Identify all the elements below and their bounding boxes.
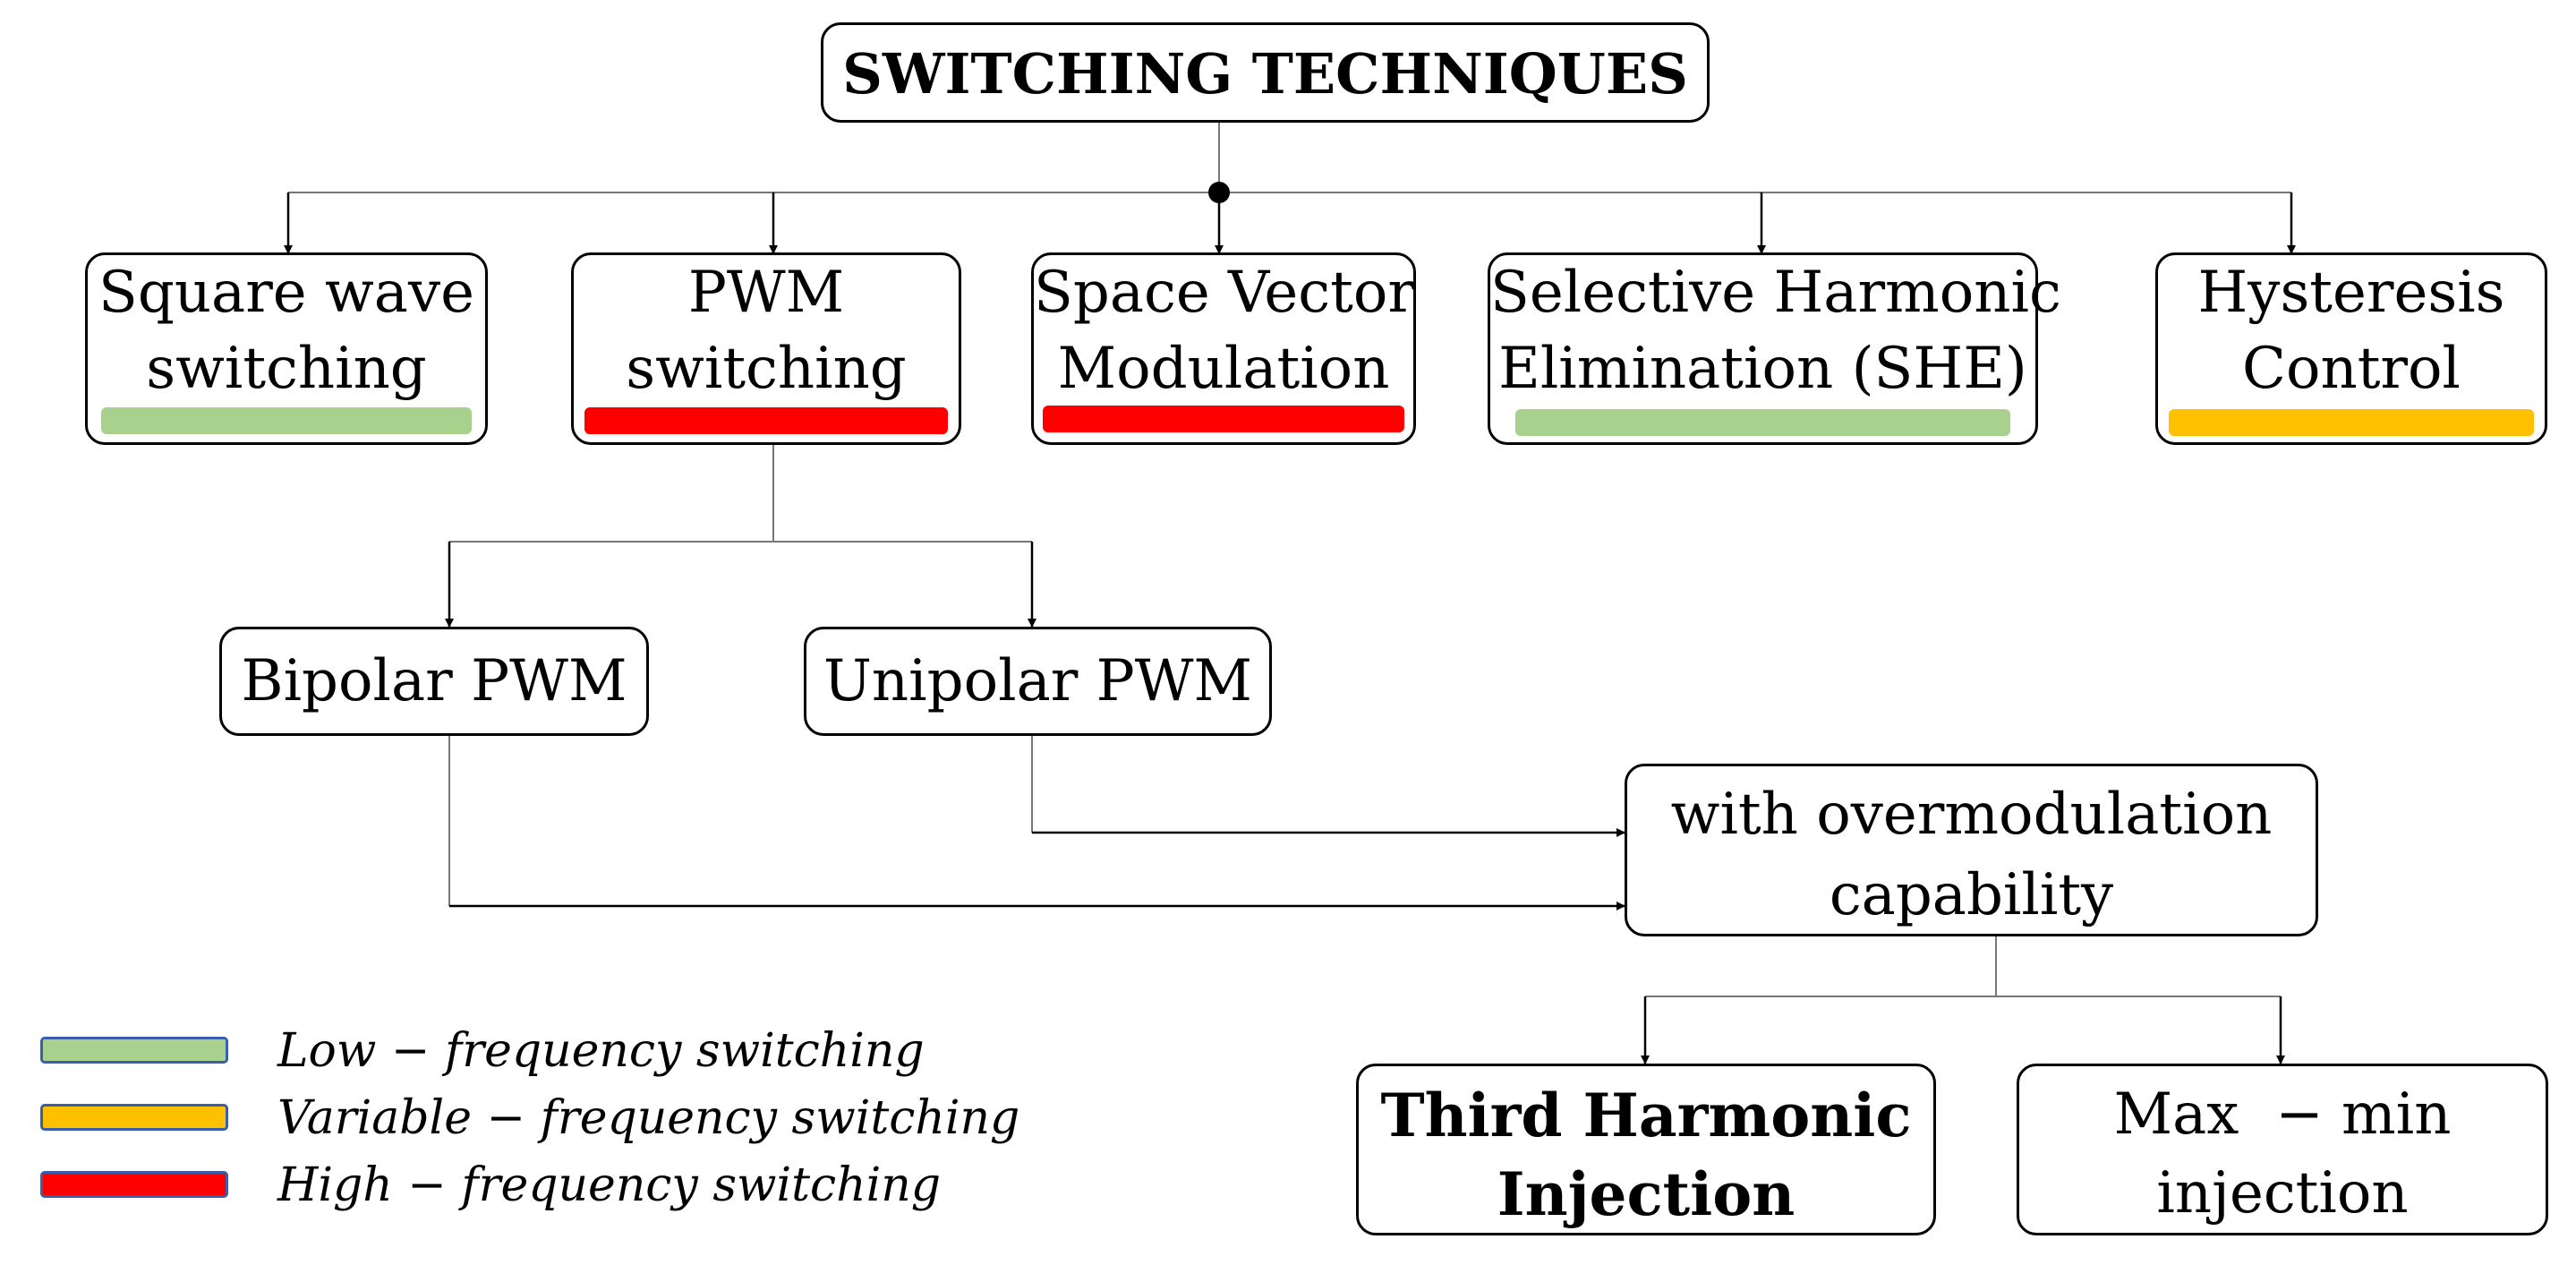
- pwm-label-line1: PWM: [687, 260, 845, 326]
- low-frequency-bar: [1515, 409, 2010, 436]
- root-title: SWITCHING TECHNIQUES: [842, 41, 1688, 107]
- low-frequency-bar: [101, 407, 472, 434]
- unipolar-pwm-box: Unipolar PWM: [804, 627, 1272, 736]
- square-wave-switching-box: Square wave switching: [85, 252, 488, 445]
- third-harmonic-label-line1: Third Harmonic: [1380, 1081, 1912, 1150]
- max-min-label-line2: injection: [2156, 1160, 2409, 1227]
- root-switching-techniques-box: SWITCHING TECHNIQUES: [821, 22, 1710, 123]
- hysteresis-label-line2: Control: [2241, 336, 2461, 402]
- she-label-line1: Selective Harmonic: [1490, 260, 2061, 326]
- high-frequency-bar: [1043, 406, 1404, 432]
- legend-swatch-low: [40, 1037, 228, 1064]
- bipolar-pwm-box: Bipolar PWM: [219, 627, 649, 736]
- svm-label-line2: Modulation: [1057, 336, 1390, 402]
- legend-swatch-high: [40, 1171, 228, 1198]
- square-wave-label-line2: switching: [146, 336, 427, 402]
- selective-harmonic-elimination-box: Selective Harmonic Elimination (SHE): [1488, 252, 2061, 445]
- she-label-line2: Elimination (SHE): [1498, 336, 2027, 402]
- third-harmonic-injection-box: Third Harmonic Injection: [1356, 1064, 1936, 1235]
- unipolar-pwm-label: Unipolar PWM: [823, 648, 1253, 714]
- bipolar-pwm-label: Bipolar PWM: [241, 648, 627, 714]
- hysteresis-control-box: Hysteresis Control: [2155, 252, 2547, 445]
- square-wave-label-line1: Square wave: [98, 260, 474, 326]
- hysteresis-label-line1: Hysteresis: [2197, 260, 2505, 326]
- svm-label-line1: Space Vector: [1034, 260, 1415, 326]
- overmodulation-label-line2: capability: [1829, 862, 2114, 928]
- pwm-switching-box: PWM switching: [571, 252, 961, 445]
- legend-swatch-variable: [40, 1104, 228, 1131]
- legend-label-variable: Variable − frequency switching: [277, 1091, 1020, 1145]
- pwm-label-line2: switching: [626, 336, 907, 402]
- legend-label-low: Low − frequency switching: [277, 1024, 925, 1078]
- legend-label-high: High − frequency switching: [277, 1158, 942, 1212]
- third-harmonic-label-line2: Injection: [1497, 1159, 1796, 1229]
- max-min-injection-box: Max − min injection: [2017, 1064, 2548, 1235]
- overmodulation-label-line1: with overmodulation: [1670, 782, 2273, 848]
- space-vector-modulation-box: Space Vector Modulation: [1031, 252, 1416, 445]
- junction-dot: [1208, 182, 1230, 203]
- variable-frequency-bar: [2169, 409, 2534, 436]
- high-frequency-bar: [584, 407, 948, 434]
- overmodulation-capability-box: with overmodulation capability: [1625, 764, 2318, 936]
- max-min-label-line1: Max − min: [2113, 1081, 2452, 1148]
